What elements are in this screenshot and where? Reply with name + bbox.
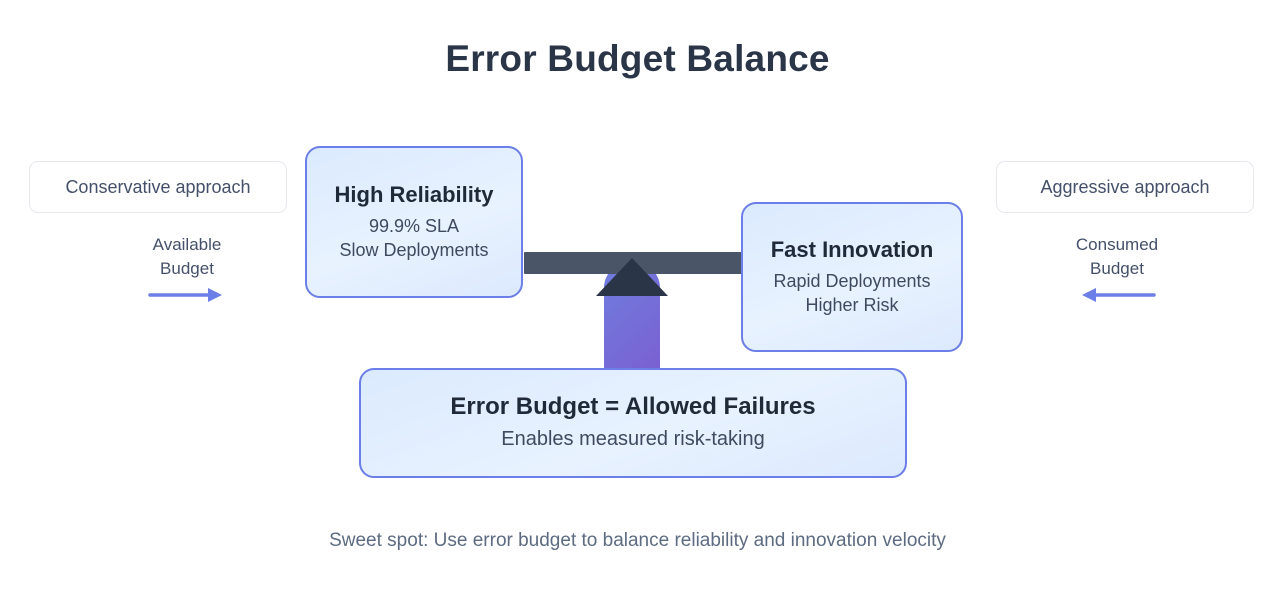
high-reliability-card: High Reliability 99.9% SLA Slow Deployme… — [305, 146, 523, 298]
aggressive-approach-label: Aggressive approach — [1040, 176, 1210, 197]
arrow-right-icon — [148, 288, 222, 303]
fast-innovation-line1: Rapid Deployments — [773, 270, 931, 291]
high-reliability-line1: 99.9% SLA — [368, 215, 460, 236]
fast-innovation-card: Fast Innovation Rapid Deployments Higher… — [741, 202, 963, 352]
consumed-budget-caption: Consumed Budget — [988, 233, 1246, 281]
available-budget-arrow-wrap — [58, 285, 316, 305]
arrow-left-icon — [1082, 288, 1156, 303]
consumed-budget-line2: Budget — [1090, 259, 1144, 279]
fulcrum-triangle-icon — [596, 258, 668, 296]
consumed-budget-line1: Consumed — [1075, 235, 1159, 254]
available-budget-caption: Available Budget — [58, 233, 316, 281]
page-title: Error Budget Balance — [445, 38, 830, 79]
high-reliability-line2: Slow Deployments — [339, 240, 489, 260]
conservative-approach-pill: Conservative approach — [29, 161, 287, 213]
available-budget-line1: Available — [152, 235, 222, 254]
available-budget-line2: Budget — [160, 259, 214, 279]
error-budget-title: Error Budget = Allowed Failures — [450, 393, 816, 421]
conservative-approach-label: Conservative approach — [65, 176, 251, 197]
consumed-budget-group: Consumed Budget — [988, 233, 1246, 305]
fast-innovation-title: Fast Innovation — [770, 236, 934, 262]
error-budget-line1: Enables measured risk-taking — [501, 428, 765, 451]
error-budget-card: Error Budget = Allowed Failures Enables … — [359, 368, 907, 478]
aggressive-approach-pill: Aggressive approach — [996, 161, 1254, 213]
high-reliability-title: High Reliability — [334, 181, 494, 207]
fast-innovation-line2: Higher Risk — [805, 295, 899, 315]
consumed-budget-arrow-wrap — [988, 285, 1246, 305]
footer-note: Sweet spot: Use error budget to balance … — [329, 530, 946, 551]
available-budget-group: Available Budget — [58, 233, 316, 305]
